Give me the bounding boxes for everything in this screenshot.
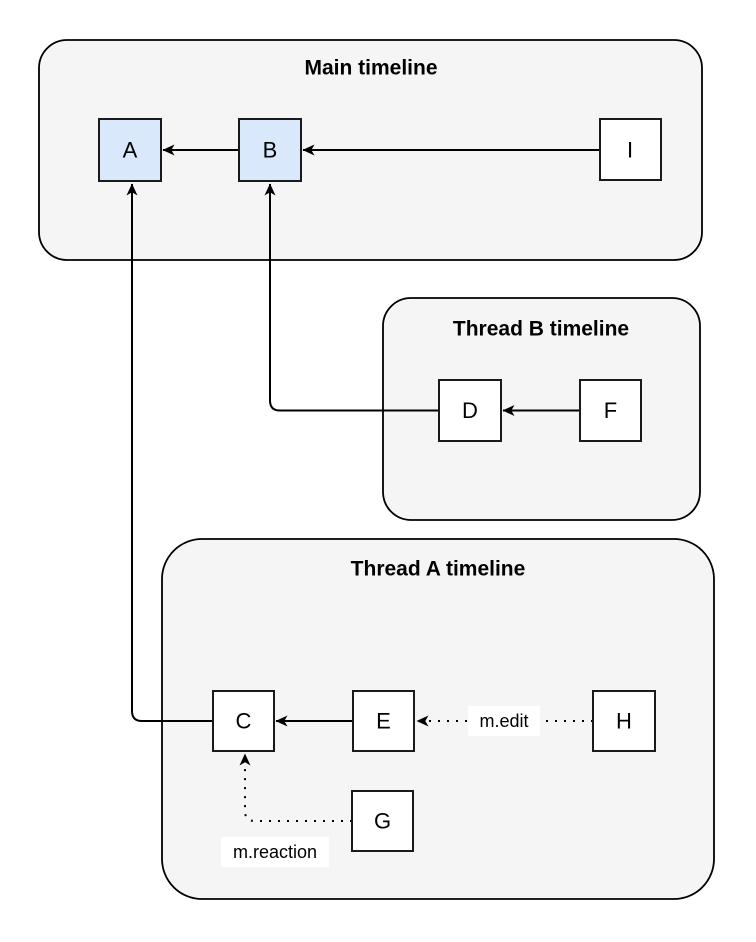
node-f: F <box>579 379 642 442</box>
node-b-label: B <box>263 138 278 163</box>
node-d-box <box>438 379 502 442</box>
edge-label-m-edit: m.edit <box>468 706 540 736</box>
node-b-box <box>238 118 302 182</box>
edge-c-to-a <box>126 183 213 722</box>
node-f-box <box>579 379 642 442</box>
thread-b-timeline-title: Thread B timeline <box>453 318 629 341</box>
edge-label-m-edit-bg <box>468 706 540 736</box>
node-i-box <box>599 118 662 181</box>
node-c-box <box>212 690 275 752</box>
node-b: B <box>238 118 302 182</box>
edge-d-to-b <box>264 183 439 412</box>
thread-a-timeline-box <box>161 538 715 900</box>
node-g-box <box>351 790 414 852</box>
node-a: A <box>98 118 162 182</box>
node-e: E <box>352 690 415 752</box>
thread-a-timeline-title: Thread A timeline <box>351 558 526 581</box>
thread-b-timeline-box <box>382 297 701 521</box>
main-timeline-title: Main timeline <box>304 57 437 80</box>
node-h-label: H <box>616 709 632 734</box>
node-e-label: E <box>376 709 391 734</box>
edge-label-m-reaction-bg <box>221 837 329 867</box>
node-e-box <box>352 690 415 752</box>
container-thread-a-timeline: Thread A timeline <box>161 538 715 900</box>
node-g: G <box>351 790 414 852</box>
node-a-box <box>98 118 162 182</box>
node-h-box <box>592 690 656 752</box>
edge-label-m-edit-text: m.edit <box>479 711 528 731</box>
node-f-label: F <box>604 398 617 423</box>
node-i: I <box>599 118 662 181</box>
container-thread-b-timeline: Thread B timeline <box>382 297 701 521</box>
node-i-label: I <box>627 138 633 163</box>
node-c: C <box>212 690 275 752</box>
node-d: D <box>438 379 502 442</box>
node-c-label: C <box>236 709 252 734</box>
edge-label-m-reaction: m.reaction <box>221 837 329 867</box>
node-a-label: A <box>123 138 138 163</box>
node-g-label: G <box>374 809 391 834</box>
node-h: H <box>592 690 656 752</box>
node-d-label: D <box>462 398 478 423</box>
edge-label-m-reaction-text: m.reaction <box>233 842 317 862</box>
